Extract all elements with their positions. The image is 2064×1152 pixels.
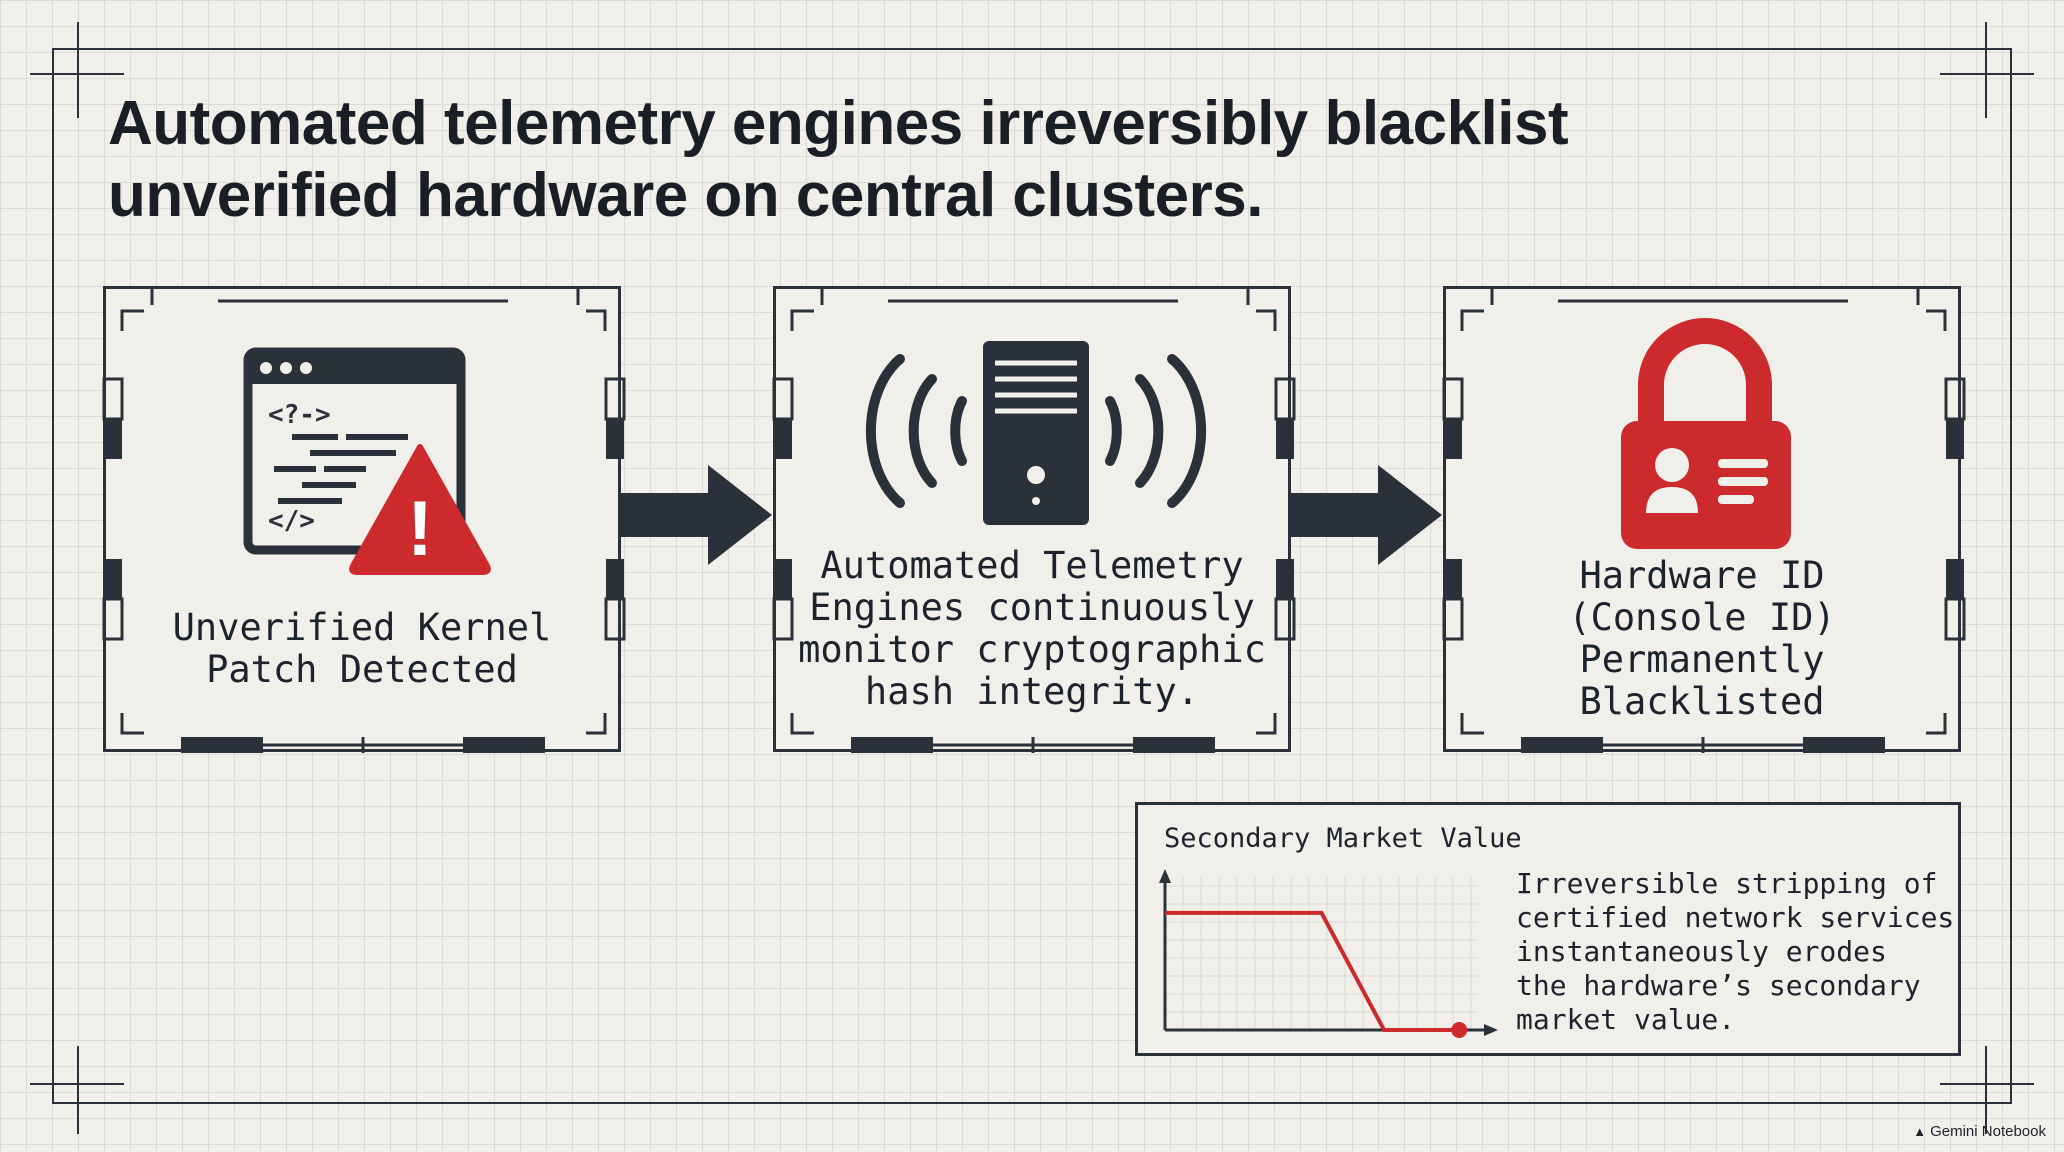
watermark: ▲ Gemini Notebook xyxy=(1913,1123,2046,1140)
value-series-endpoint xyxy=(1451,1022,1468,1038)
watermark-text: Gemini Notebook xyxy=(1930,1123,2046,1140)
desc-line-3: instantaneously erodes xyxy=(1516,935,1887,968)
step-3-label: Hardware ID (Console ID) Permanently Bla… xyxy=(1446,555,1958,723)
step-3-line-1: Hardware ID xyxy=(1579,554,1825,597)
code-window-warning-icon: <?-> </> ! xyxy=(243,347,491,575)
desc-line-2: certified network services xyxy=(1516,901,1955,934)
panel-1-frame-decor xyxy=(102,288,626,753)
title-line-1: Automated telemetry engines irreversibly… xyxy=(108,89,1569,158)
panel-2-frame-decor xyxy=(772,288,1296,753)
step-1-line-2: Patch Detected xyxy=(206,648,518,691)
panel-3-frame-decor xyxy=(1442,288,1966,753)
warning-glyph: ! xyxy=(407,484,433,572)
step-3-line-3: Permanently xyxy=(1579,638,1825,681)
code-bottom-glyph: </> xyxy=(268,506,315,536)
x-axis-arrowhead xyxy=(1484,1024,1498,1036)
step-2-line-2: Engines continuously xyxy=(809,586,1255,629)
padlock-id-card-icon xyxy=(1621,318,1791,549)
page-title: Automated telemetry engines irreversibly… xyxy=(108,88,1808,232)
market-value-panel: Secondary Market Value Irreversible stri… xyxy=(1135,802,1961,1056)
step-2-line-1: Automated Telemetry xyxy=(820,544,1244,587)
chart-grid xyxy=(1165,877,1478,1030)
chart-title: Secondary Market Value xyxy=(1164,823,1522,854)
chart-description: Irreversible stripping of certified netw… xyxy=(1516,867,1956,1037)
desc-line-4: the hardware’s secondary xyxy=(1516,969,1921,1002)
step-panel-2: Automated Telemetry Engines continuously… xyxy=(772,286,1296,753)
step-2-label: Automated Telemetry Engines continuously… xyxy=(776,545,1288,713)
step-panel-1: <?-> </> ! Unverified Kernel Patch Detec… xyxy=(102,286,626,753)
value-series-line xyxy=(1165,910,1460,1032)
code-top-glyph: <?-> xyxy=(268,400,331,430)
y-axis-arrowhead xyxy=(1159,869,1171,883)
step-3-line-4: Blacklisted xyxy=(1579,680,1825,723)
step-2-line-3: monitor cryptographic xyxy=(798,628,1266,671)
step-panel-3: Hardware ID (Console ID) Permanently Bla… xyxy=(1442,286,1966,753)
market-value-chart xyxy=(1159,869,1498,1038)
outer-frame xyxy=(52,48,2012,1104)
title-line-2: unverified hardware on central clusters. xyxy=(108,161,1263,230)
step-3-line-2: (Console ID) xyxy=(1568,596,1836,639)
step-2-line-4: hash integrity. xyxy=(864,670,1200,713)
step-1-label: Unverified Kernel Patch Detected xyxy=(106,607,618,691)
server-broadcast-icon xyxy=(865,341,1207,525)
desc-line-5: market value. xyxy=(1516,1003,1736,1036)
desc-line-1: Irreversible stripping of xyxy=(1516,867,1938,900)
gemini-logo-icon: ▲ xyxy=(1913,1124,1927,1139)
step-1-line-1: Unverified Kernel xyxy=(172,606,552,649)
